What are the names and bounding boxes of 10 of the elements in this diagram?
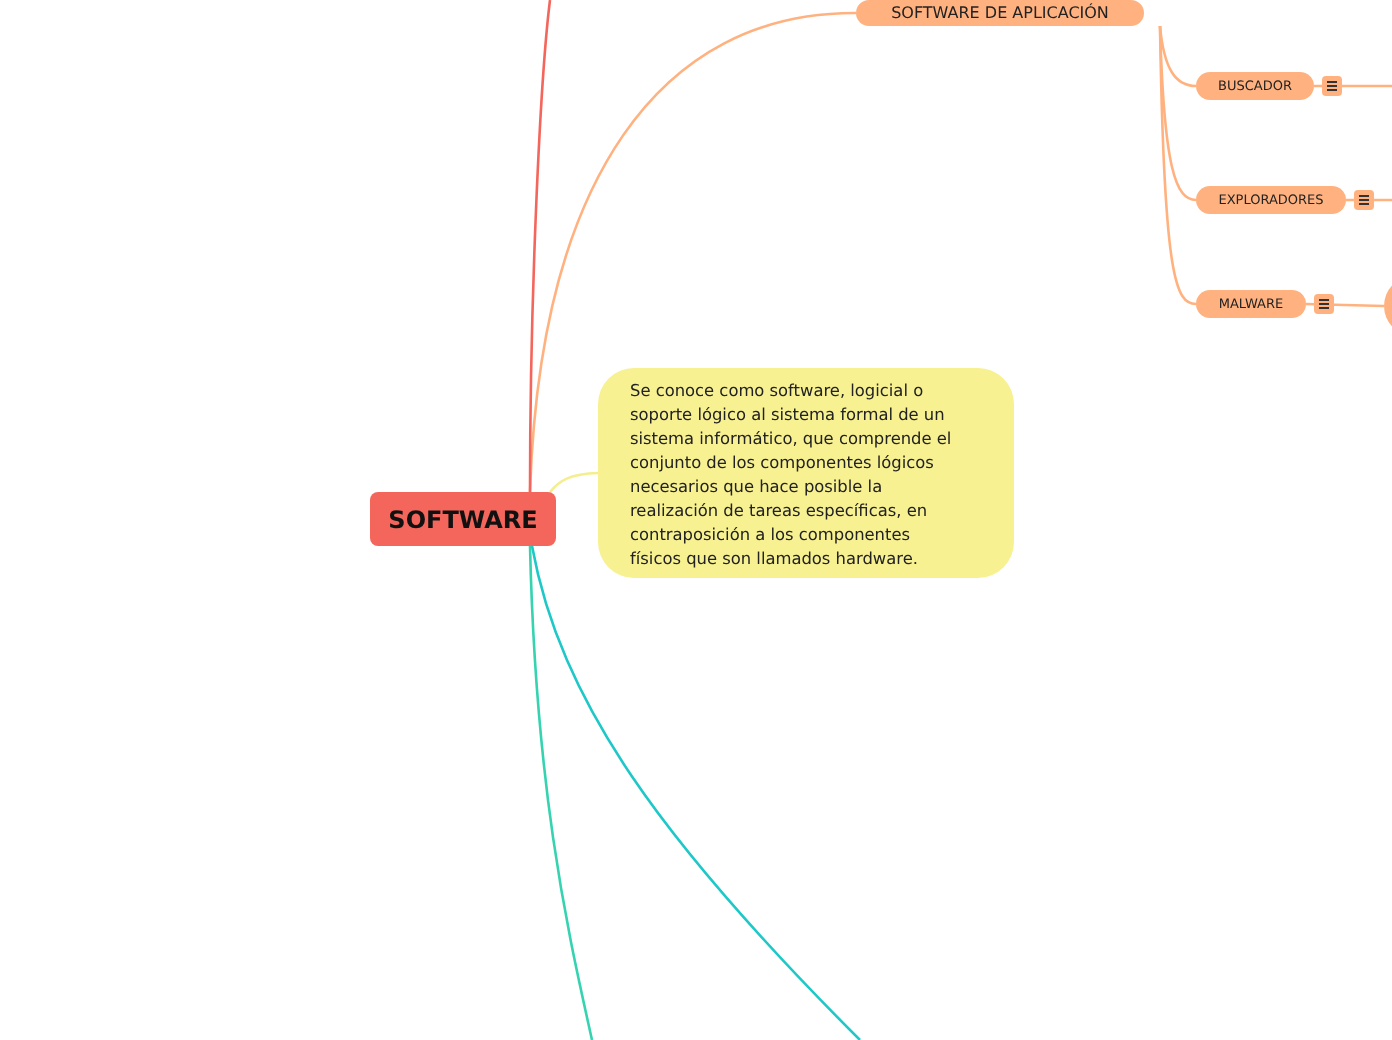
note-box: Se conoce como software, logicial o soporte lógico al sistema formal de un sistema informático, que comprende el conjunto de los componentes lógicos necesarios que hace posible la realización de tareas específicas, en contraposición a los componentes físicos que son llamados hardware.	[598, 368, 1014, 578]
topic-box: SOFTWARE DE APLICACIÓN	[856, 0, 1144, 26]
connector-line	[1158, 25, 1197, 306]
connector-line	[1158, 25, 1197, 88]
connector-line	[528, 0, 552, 492]
connector-line	[530, 545, 861, 1040]
connector-line	[528, 545, 594, 1040]
connector-line	[528, 11, 857, 493]
connector-line	[549, 471, 599, 493]
topic-box: SOFTWARE	[370, 492, 556, 546]
